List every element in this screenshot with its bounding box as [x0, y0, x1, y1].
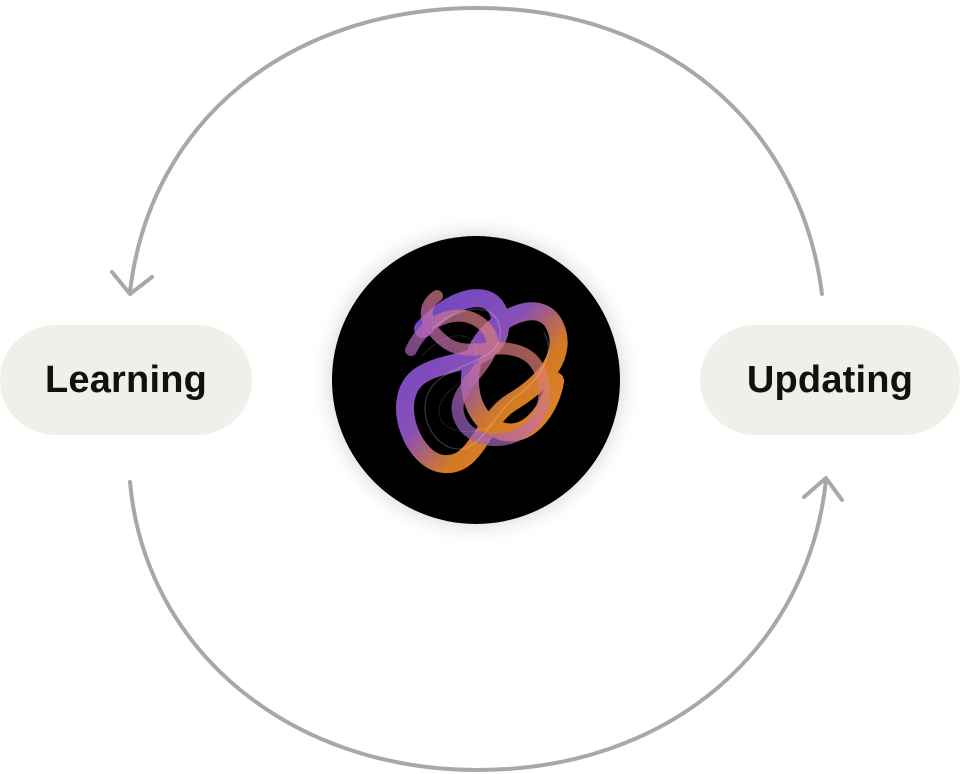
center-logo-badge [332, 236, 620, 524]
updating-node: Updating [700, 325, 960, 435]
learning-node: Learning [0, 325, 252, 435]
twisted-ribbon-knot-icon [332, 236, 620, 524]
learning-label: Learning [45, 359, 207, 402]
updating-label: Updating [747, 359, 913, 402]
